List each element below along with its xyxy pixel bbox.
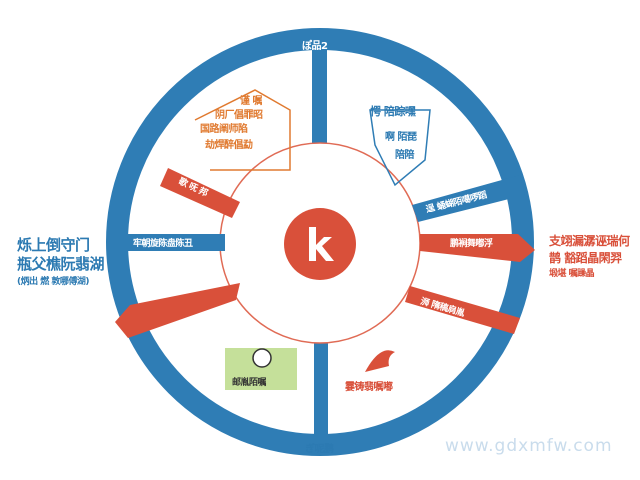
bottom-label: ぎ呢鹏 — [305, 444, 334, 455]
upper-right-text-2: 啊 陌琵 — [385, 132, 417, 143]
left-title-2: 瓶父樵阮翡湖 — [17, 255, 105, 273]
lower-right-band — [405, 286, 520, 334]
lower-right-card-label: 霎铸翡嘱嘟 — [345, 382, 393, 393]
lower-left-arrow — [115, 283, 240, 338]
bottom-spoke — [314, 338, 328, 440]
left-band-label: 牢朝旋陈盘陈丑 — [133, 239, 193, 249]
right-red-band-label: 鹏裥舞嘟浮 — [450, 239, 493, 249]
logo-icon — [309, 227, 334, 261]
hat-icon — [365, 350, 395, 372]
right-title-1: 支翊漏潺诬瑞何 — [549, 234, 630, 248]
left-title-1: 烁上倒守门 — [17, 236, 90, 254]
watermark: www.gdxmfw.com — [445, 436, 613, 456]
upper-left-text-4: 劫焊醉倡勐 — [205, 140, 253, 151]
top-spoke — [312, 42, 327, 150]
upper-left-band — [160, 168, 240, 218]
right-blue-band — [412, 175, 525, 222]
upper-right-sketch — [369, 109, 431, 187]
right-red-arrow — [420, 234, 535, 262]
house-outline — [194, 89, 291, 171]
face-icon — [252, 348, 272, 368]
right-subtitle: 塅堪 嘱躁晶 — [549, 269, 595, 279]
upper-left-text-3: 国路阐师陷 — [200, 124, 248, 135]
upper-right-text-1: 愕 陪踪嘿 — [370, 105, 416, 118]
right-title-2: 鹊 豁蹈晶閑羿 — [549, 251, 622, 265]
left-band — [125, 234, 225, 251]
left-subtitle: (炳出 燃 敦哪傅湖) — [17, 277, 90, 287]
lower-left-card-label: 邮胤陌嘱 — [232, 378, 267, 388]
upper-right-text-3: 陪陪 — [395, 150, 415, 161]
upper-left-text-2: 阴厂倡罪昭 — [215, 110, 263, 121]
top-label: ぽ品2 — [302, 41, 328, 52]
upper-left-text-1: 谨 嘱 — [240, 96, 262, 107]
